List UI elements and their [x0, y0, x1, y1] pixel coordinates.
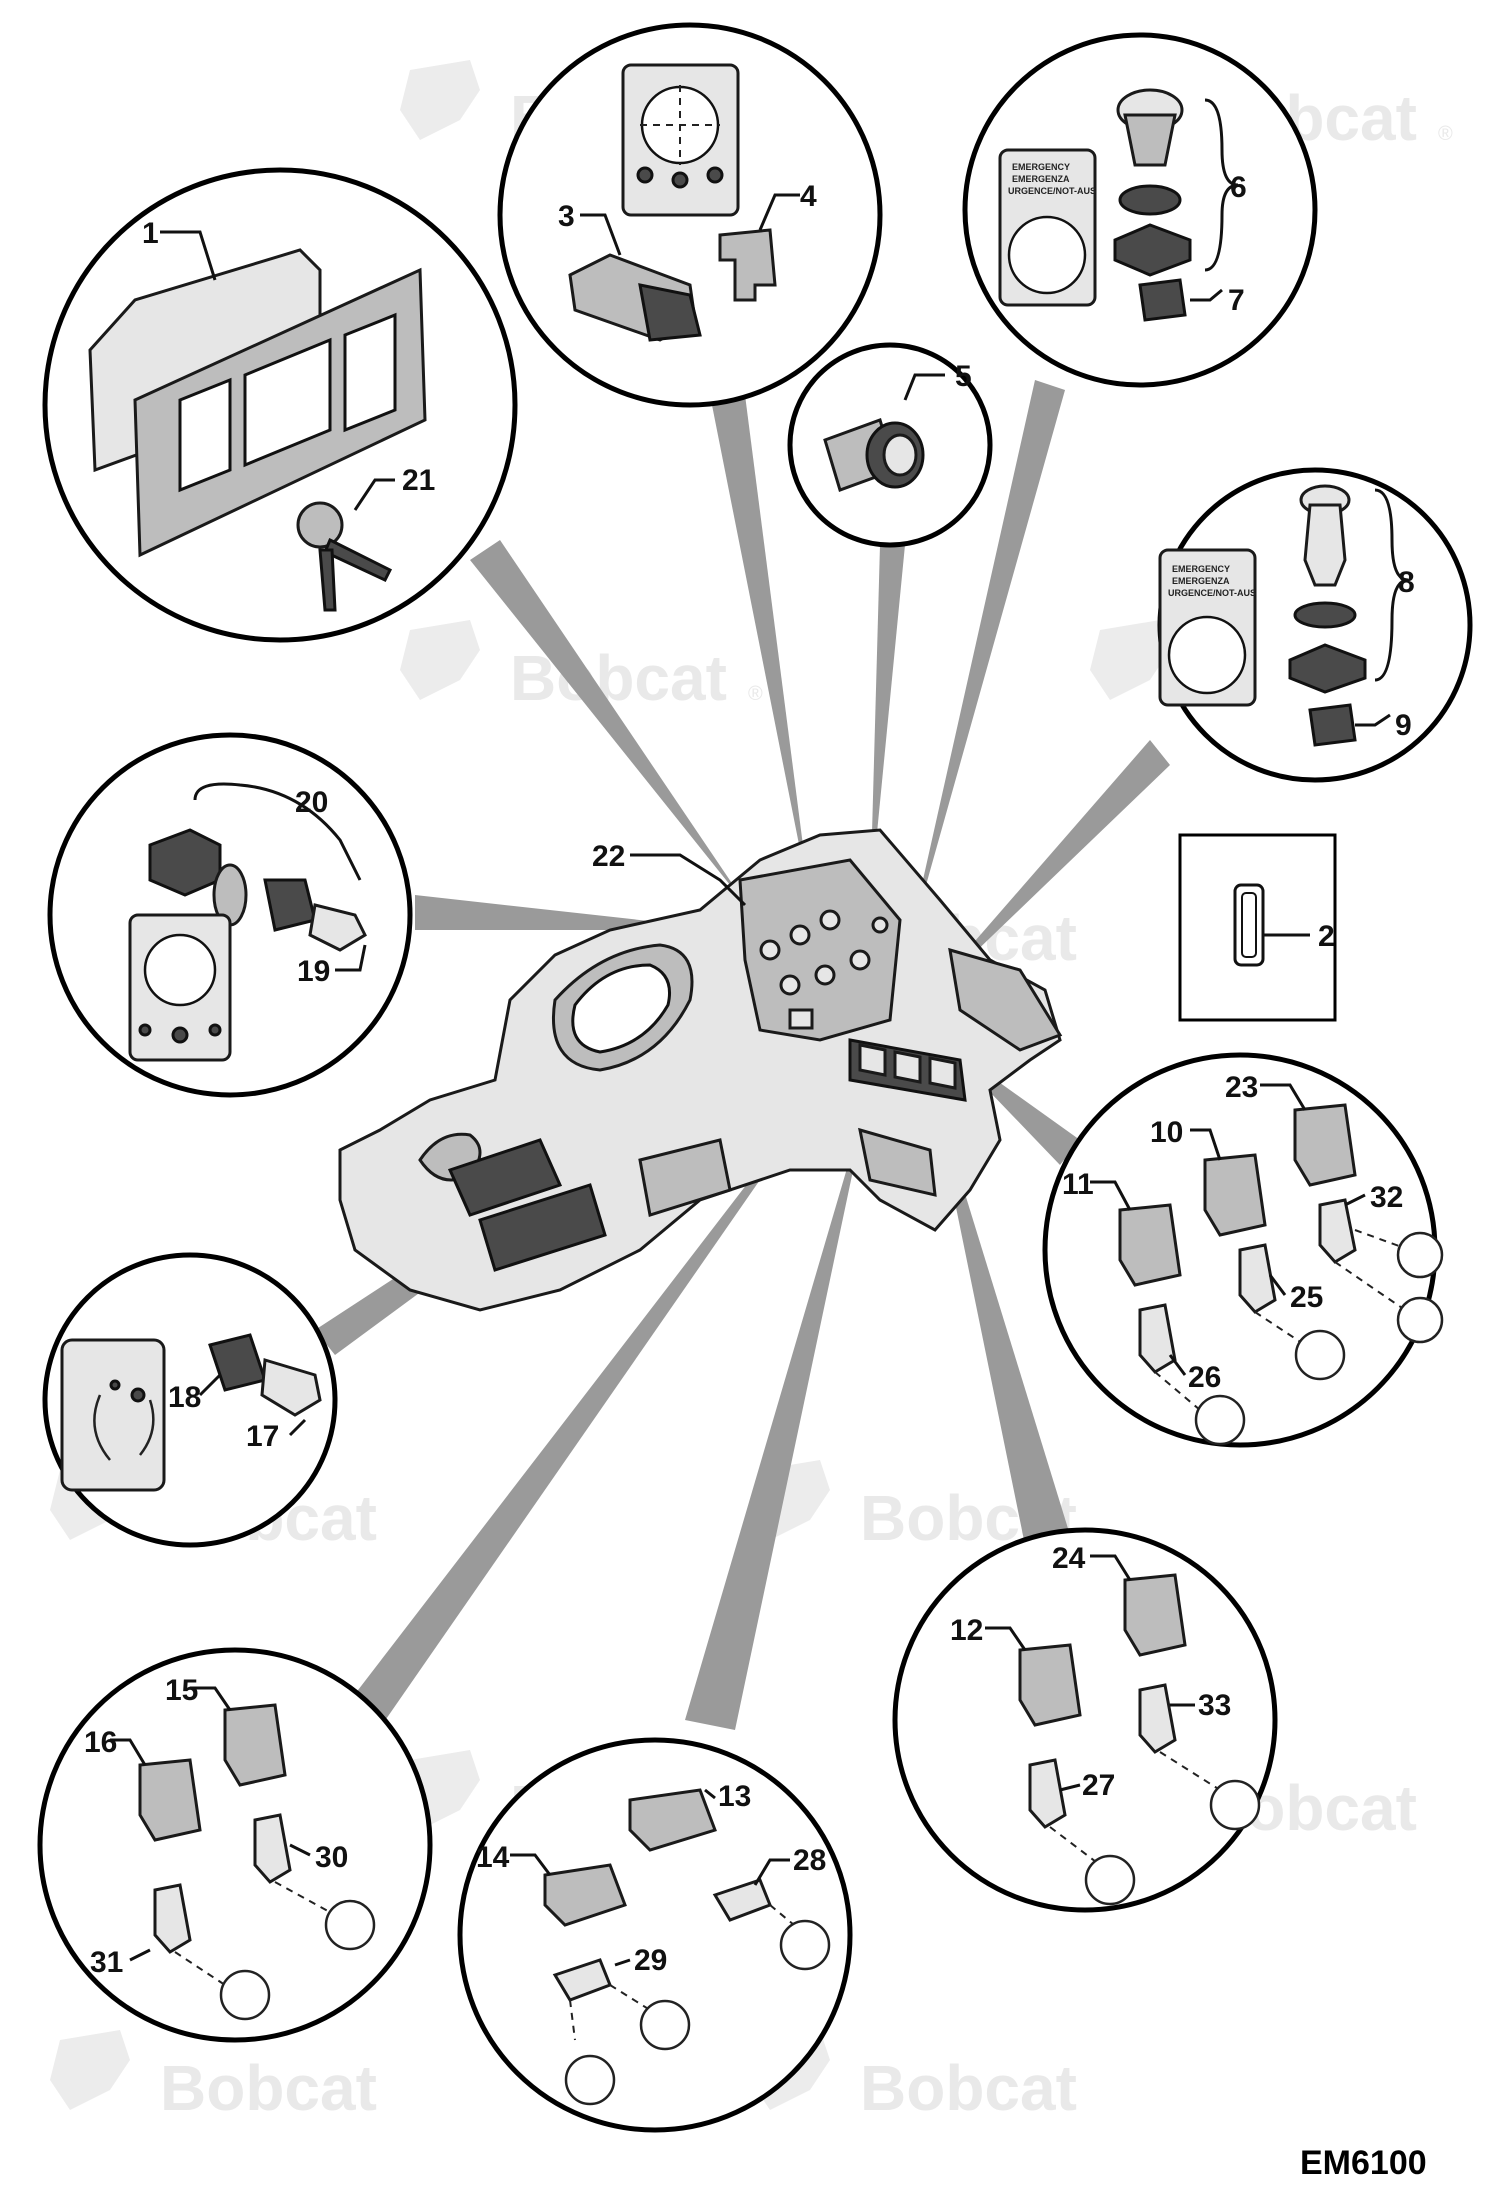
rocker-switch-15 [223, 1703, 287, 1787]
callout-14: 14 [476, 1841, 510, 1874]
callout-29: 29 [634, 1944, 667, 1977]
detail-circle-6: EMERGENCY EMERGENZA URGENCE/NOT-AUS 6 7 [962, 32, 1318, 388]
svg-text:®: ® [1438, 123, 1453, 145]
rocker-switch-16 [138, 1758, 202, 1842]
svg-text:URGENCE/NOT-AUS: URGENCE/NOT-AUS [1168, 588, 1256, 598]
callout-21: 21 [402, 464, 435, 497]
callout-27: 27 [1082, 1769, 1115, 1802]
key-ring-icon [296, 501, 344, 549]
callout-16: 16 [84, 1726, 117, 1759]
callout-25: 25 [1290, 1281, 1323, 1314]
rocker-switch-23 [1293, 1103, 1357, 1187]
svg-text:EMERGENZA: EMERGENZA [1172, 576, 1230, 586]
callout-3: 3 [558, 200, 575, 233]
boom-symbol-icon-4 [219, 1969, 271, 2021]
detail-circle-8: EMERGENCY EMERGENZA URGENCE/NOT-AUS 8 9 [1157, 467, 1473, 783]
detail-circle-18: 18 17 [42, 1252, 338, 1548]
callout-22: 22 [592, 840, 625, 873]
boom-symbol-icon [1294, 1329, 1346, 1381]
float-symbol-icon [1396, 1231, 1444, 1279]
rocker-switch-12 [1018, 1643, 1082, 1727]
two-speed-symbol-icon [639, 1999, 691, 2051]
svg-text:EMERGENZA: EMERGENZA [1012, 174, 1070, 184]
callout-30: 30 [315, 1841, 348, 1874]
callout-23: 23 [1225, 1071, 1258, 1104]
beam-to-detail-13 [685, 1090, 870, 1730]
callout-10: 10 [1150, 1116, 1183, 1149]
svg-text:EMERGENCY: EMERGENCY [1012, 162, 1070, 172]
beam-to-detail-16 [335, 1050, 850, 1735]
beam-to-detail-5 [870, 545, 905, 905]
svg-text:EMERGENCY: EMERGENCY [1172, 564, 1230, 574]
detail-box-2: 2 [1178, 833, 1337, 1022]
callout-7: 7 [1228, 284, 1245, 317]
detail-circle-20: 20 19 [47, 732, 413, 1098]
callout-17: 17 [246, 1420, 279, 1453]
boom-symbol-icon-2 [1194, 1394, 1246, 1446]
callout-32: 32 [1370, 1181, 1403, 1214]
callout-18: 18 [168, 1381, 201, 1414]
boom-symbol-icon-3 [324, 1899, 376, 1951]
callout-33: 33 [1198, 1689, 1231, 1722]
callout-11: 11 [1062, 1168, 1094, 1201]
key-symbol-icon [1209, 1779, 1261, 1831]
rocker-switch-24 [1123, 1573, 1187, 1657]
svg-text:Bobcat: Bobcat [510, 642, 727, 714]
operator-console [338, 828, 1063, 1312]
callout-19: 19 [297, 955, 330, 988]
callout-12: 12 [950, 1614, 983, 1647]
callout-20: 20 [295, 786, 328, 819]
callout-6: 6 [1230, 171, 1247, 204]
detail-circle-16: 15 16 30 31 [37, 1647, 433, 2043]
detail-circle-23: 23 10 11 32 25 26 [1042, 1052, 1444, 1448]
detail-circle-24: 24 12 33 27 [892, 1527, 1278, 1913]
detail-circle-13: 13 14 28 29 [457, 1737, 853, 2133]
travel-symbol-icon [564, 2054, 616, 2106]
detail-circle-1: 1 21 [42, 167, 518, 643]
detail-circle-5: 5 [787, 342, 993, 548]
callout-5: 5 [955, 360, 972, 393]
callout-4: 4 [800, 180, 817, 213]
callout-1: 1 [142, 217, 159, 250]
beam-to-detail-3 [710, 395, 810, 900]
beam-to-detail-1 [470, 540, 750, 910]
rocker-switch-10 [1203, 1153, 1267, 1237]
svg-text:®: ® [748, 683, 763, 705]
callout-26: 26 [1188, 1361, 1221, 1394]
fan-symbol-icon [1084, 1854, 1136, 1906]
callout-24: 24 [1052, 1542, 1086, 1575]
rocker-switch-11 [1118, 1203, 1182, 1287]
callout-28: 28 [793, 1844, 826, 1877]
svg-text:Bobcat: Bobcat [160, 2052, 377, 2124]
svg-text:URGENCE/NOT-AUS: URGENCE/NOT-AUS [1008, 186, 1096, 196]
figure-code: EM6100 [1300, 2144, 1427, 2182]
battery-symbol-icon [779, 1919, 831, 1971]
callout-31: 31 [90, 1946, 123, 1979]
svg-text:Bobcat: Bobcat [860, 2052, 1077, 2124]
rocker-switch-14 [543, 1863, 627, 1927]
callout-2: 2 [1318, 920, 1335, 953]
beam-to-detail-8 [915, 740, 1170, 1010]
callout-9: 9 [1395, 709, 1412, 742]
work-mode-symbol-icon [1396, 1296, 1444, 1344]
callout-13: 13 [718, 1780, 751, 1813]
callout-15: 15 [165, 1674, 198, 1707]
rocker-switch-13 [628, 1788, 717, 1852]
callout-8: 8 [1398, 566, 1415, 599]
beam-to-detail-6 [905, 380, 1065, 960]
detail-circle-3: 3 4 [497, 22, 883, 408]
callout-group-22: 22 [592, 840, 747, 907]
